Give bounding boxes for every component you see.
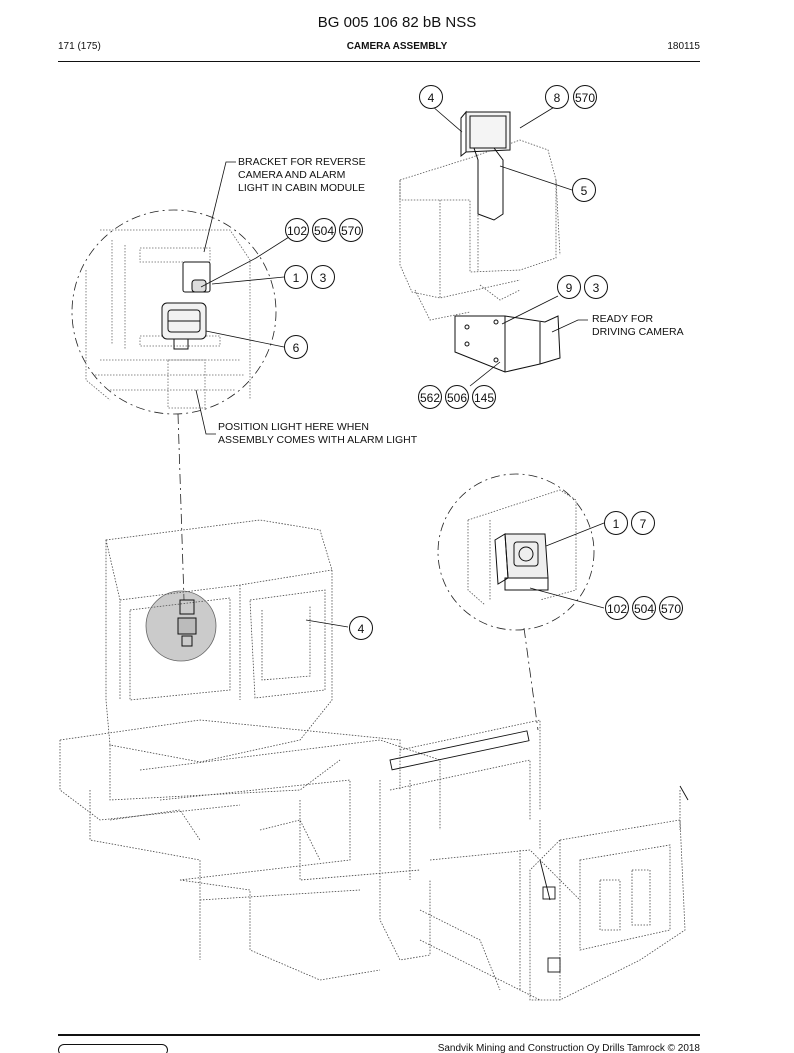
detail-view-left (71, 209, 277, 415)
ready-note: READY FOR DRIVING CAMERA (592, 313, 684, 338)
header-rule (58, 61, 700, 62)
detail-view-right (437, 473, 595, 631)
document-title: BG 005 106 82 bB NSS (317, 14, 477, 31)
callout-3: 3 (584, 275, 608, 299)
footer-copyright: Sandvik Mining and Construction Oy Drill… (437, 1043, 700, 1053)
callout-5: 5 (572, 178, 596, 202)
callout-8: 8 (545, 85, 569, 109)
callout-504: 504 (632, 596, 656, 620)
callout-145: 145 (472, 385, 496, 409)
callout-504: 504 (312, 218, 336, 242)
footer-rule (58, 1034, 700, 1036)
callout-6: 6 (284, 335, 308, 359)
cabin-module-view (399, 110, 561, 373)
section-title: CAMERA ASSEMBLY (346, 41, 448, 52)
callout-1: 1 (604, 511, 628, 535)
callout-570: 570 (573, 85, 597, 109)
callout-7: 7 (631, 511, 655, 535)
callout-102: 102 (285, 218, 309, 242)
sandvik-logo (58, 1044, 168, 1053)
callout-9: 9 (557, 275, 581, 299)
callout-102: 102 (605, 596, 629, 620)
document-date: 180115 (667, 41, 700, 52)
position-note: POSITION LIGHT HERE WHEN ASSEMBLY COMES … (218, 421, 418, 446)
callout-3: 3 (311, 265, 335, 289)
callout-562: 562 (418, 385, 442, 409)
bracket-note: BRACKET FOR REVERSE CAMERA AND ALARM LIG… (238, 156, 366, 194)
machine-view (59, 519, 686, 1001)
callout-4: 4 (349, 616, 373, 640)
callout-506: 506 (445, 385, 469, 409)
callout-4: 4 (419, 85, 443, 109)
callout-570: 570 (339, 218, 363, 242)
page-number: 171 (175) (58, 41, 101, 52)
callout-570: 570 (659, 596, 683, 620)
callout-1: 1 (284, 265, 308, 289)
